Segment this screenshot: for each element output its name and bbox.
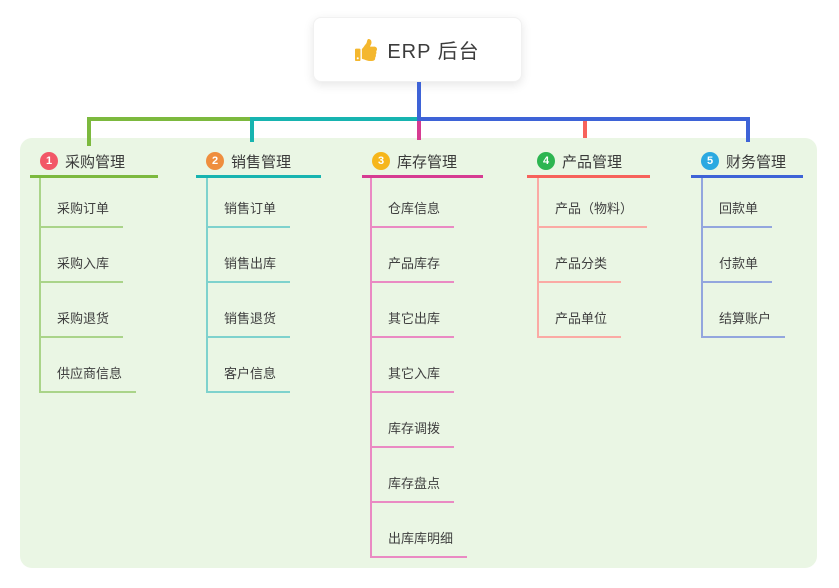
branch-number-badge: 4: [537, 152, 555, 170]
child-label: 产品库存: [370, 253, 455, 283]
child-node[interactable]: 其它入库: [370, 338, 467, 393]
branch-stub-line: [417, 121, 421, 140]
child-node[interactable]: 库存调拨: [370, 393, 467, 448]
child-label: 付款单: [701, 253, 773, 283]
child-node[interactable]: 其它出库: [370, 283, 467, 338]
branch-rail-line: [87, 117, 252, 121]
branch-node-4[interactable]: 4 产品管理: [527, 147, 650, 178]
branch-label: 产品管理: [562, 153, 623, 171]
child-label: 供应商信息: [39, 363, 137, 393]
root-node[interactable]: ERP 后台: [313, 17, 522, 82]
branch-children: 销售订单 销售出库 销售退货 客户信息: [206, 178, 291, 393]
child-label: 采购退货: [39, 308, 124, 338]
child-label: 其它入库: [370, 363, 455, 393]
child-label: 产品分类: [537, 253, 622, 283]
branch-stub-line: [746, 117, 750, 142]
root-title: ERP 后台: [387, 41, 480, 63]
branch-label: 财务管理: [726, 153, 787, 171]
child-node[interactable]: 结算账户: [701, 283, 786, 338]
child-node[interactable]: 销售退货: [206, 283, 291, 338]
child-node[interactable]: 仓库信息: [370, 178, 467, 228]
child-label: 结算账户: [701, 308, 786, 338]
child-label: 销售出库: [206, 253, 291, 283]
child-node[interactable]: 采购退货: [39, 283, 136, 338]
child-label: 产品单位: [537, 308, 622, 338]
child-label: 产品（物料）: [537, 198, 648, 228]
branch-node-1[interactable]: 1 采购管理: [30, 147, 158, 178]
branch-label: 库存管理: [397, 153, 458, 171]
branch-node-5[interactable]: 5 财务管理: [691, 147, 803, 178]
branch-label: 采购管理: [65, 153, 126, 171]
child-node[interactable]: 回款单: [701, 178, 785, 228]
branch-number-badge: 2: [206, 152, 224, 170]
branch-children: 仓库信息 产品库存 其它出库 其它入库 库存调拨 库存盘点 出库库明细: [370, 178, 468, 558]
child-label: 销售退货: [206, 308, 291, 338]
branch-label: 销售管理: [231, 153, 292, 171]
branch-number-badge: 5: [701, 152, 719, 170]
child-label: 出库库明细: [370, 528, 468, 558]
child-node[interactable]: 产品分类: [537, 228, 647, 283]
child-node[interactable]: 采购订单: [39, 178, 136, 228]
child-label: 库存盘点: [370, 473, 455, 503]
branch-children: 回款单 付款单 结算账户: [701, 178, 786, 338]
child-label: 采购订单: [39, 198, 124, 228]
child-node[interactable]: 产品（物料）: [537, 178, 648, 228]
branch-number-badge: 3: [372, 152, 390, 170]
branch-children: 采购订单 采购入库 采购退货 供应商信息: [39, 178, 137, 393]
child-node[interactable]: 销售订单: [206, 178, 291, 228]
child-label: 其它出库: [370, 308, 455, 338]
child-node[interactable]: 出库库明细: [370, 503, 468, 558]
branch-node-2[interactable]: 2 销售管理: [196, 147, 321, 178]
branch-rail-line: [252, 117, 417, 121]
child-node[interactable]: 库存盘点: [370, 448, 467, 503]
branch-stub-line: [250, 117, 254, 142]
branch-stub-line: [87, 117, 91, 146]
child-label: 采购入库: [39, 253, 124, 283]
child-node[interactable]: 采购入库: [39, 228, 136, 283]
root-connector-line: [417, 82, 421, 121]
child-label: 库存调拨: [370, 418, 455, 448]
child-node[interactable]: 客户信息: [206, 338, 291, 393]
branch-children: 产品（物料） 产品分类 产品单位: [537, 178, 648, 338]
child-node[interactable]: 产品单位: [537, 283, 647, 338]
child-label: 销售订单: [206, 198, 291, 228]
thumbs-up-icon: [355, 38, 378, 61]
branch-node-3[interactable]: 3 库存管理: [362, 147, 483, 178]
child-label: 仓库信息: [370, 198, 455, 228]
child-node[interactable]: 销售出库: [206, 228, 291, 283]
child-label: 客户信息: [206, 363, 291, 393]
group-panel: [20, 138, 817, 568]
branch-number-badge: 1: [40, 152, 58, 170]
child-label: 回款单: [701, 198, 773, 228]
child-node[interactable]: 供应商信息: [39, 338, 137, 393]
branch-stub-line: [583, 121, 587, 138]
child-node[interactable]: 产品库存: [370, 228, 467, 283]
child-node[interactable]: 付款单: [701, 228, 785, 283]
branch-rail-line: [417, 117, 750, 121]
